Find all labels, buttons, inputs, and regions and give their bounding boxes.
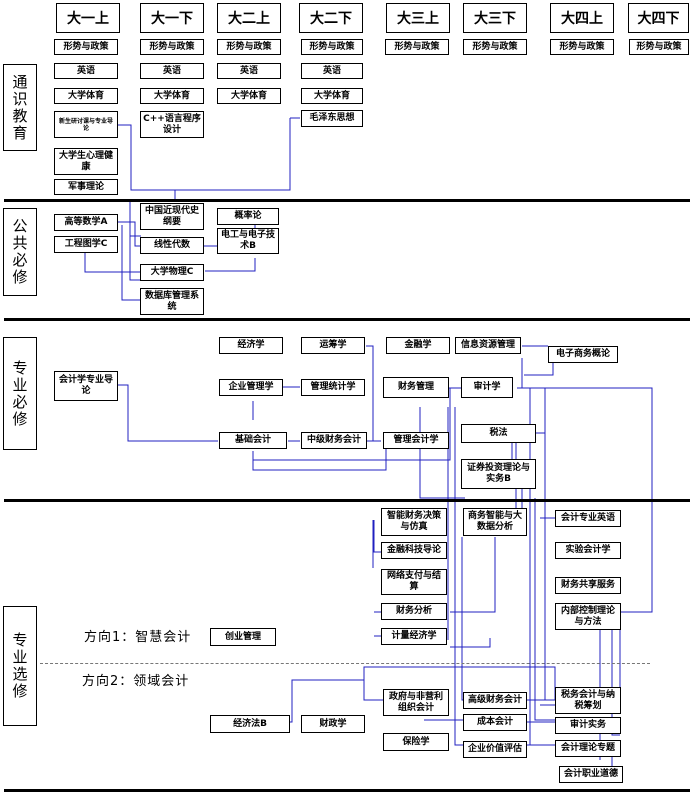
course-xszc-6[interactable]: 形势与政策 <box>463 39 527 55</box>
course-xszc-3[interactable]: 形势与政策 <box>217 39 281 55</box>
course-shuiwu[interactable]: 税务会计与纳税筹划 <box>555 687 621 714</box>
course-xiaowu[interactable]: 新生研讨课与专业导论 <box>54 111 118 138</box>
course-guanlikuaiji[interactable]: 管理会计学 <box>383 432 449 449</box>
course-yingyu-kj[interactable]: 会计专业英语 <box>555 510 621 527</box>
course-zhongji[interactable]: 中级财务会计 <box>301 432 367 449</box>
course-guanlitongji[interactable]: 管理统计学 <box>301 379 365 396</box>
course-wuli[interactable]: 大学物理C <box>140 264 204 281</box>
course-xinxi[interactable]: 信息资源管理 <box>455 337 521 354</box>
semester-header-2: 大一下 <box>140 3 204 33</box>
course-wangluo[interactable]: 网络支付与结算 <box>381 569 447 595</box>
course-english-2[interactable]: 英语 <box>140 63 204 79</box>
course-xszc-7[interactable]: 形势与政策 <box>550 39 614 55</box>
course-xszc-2[interactable]: 形势与政策 <box>140 39 204 55</box>
course-qiyeguanli[interactable]: 企业管理学 <box>219 379 283 396</box>
course-zhinengjuece[interactable]: 智能财务决策与仿真 <box>381 508 447 536</box>
semester-header-5: 大三上 <box>386 3 450 33</box>
course-jindaishi[interactable]: 中国近现代史纲要 <box>140 203 204 230</box>
course-zhuanti[interactable]: 会计理论专题 <box>555 740 621 757</box>
semester-header-4: 大二下 <box>299 3 363 33</box>
course-xszc-5[interactable]: 形势与政策 <box>385 39 449 55</box>
course-baoxian[interactable]: 保险学 <box>383 733 449 751</box>
course-pe-4[interactable]: 大学体育 <box>301 88 363 104</box>
course-pe-2[interactable]: 大学体育 <box>140 88 204 104</box>
separator-3 <box>4 499 690 502</box>
course-shenji[interactable]: 审计学 <box>461 377 513 398</box>
course-pe-3[interactable]: 大学体育 <box>217 88 281 104</box>
course-caiwuguanli[interactable]: 财务管理 <box>383 377 449 398</box>
course-gaoshu[interactable]: 高等数学A <box>54 214 118 231</box>
course-xszc-4[interactable]: 形势与政策 <box>301 39 363 55</box>
course-daode[interactable]: 会计职业道德 <box>559 766 623 783</box>
course-xianxing[interactable]: 线性代数 <box>140 237 204 254</box>
course-gongcheng[interactable]: 工程图学C <box>54 236 118 253</box>
course-junshi[interactable]: 军事理论 <box>54 179 118 195</box>
course-shiyan[interactable]: 实验会计学 <box>555 542 621 559</box>
course-caiwufenxi[interactable]: 财务分析 <box>381 603 447 620</box>
section-general: 通识教育 <box>3 64 37 151</box>
section-public-label: 公共必修 <box>10 218 29 286</box>
section-public: 公共必修 <box>3 208 37 296</box>
course-english-1[interactable]: 英语 <box>54 63 118 79</box>
course-jingjifa[interactable]: 经济法B <box>210 715 290 733</box>
course-english-4[interactable]: 英语 <box>301 63 363 79</box>
course-dianzi[interactable]: 电子商务概论 <box>548 346 618 363</box>
separator-4 <box>4 789 690 792</box>
course-zhengfu[interactable]: 政府与非营利组织会计 <box>383 689 449 716</box>
section-major-elective-label: 专业选修 <box>10 632 29 700</box>
section-major-required: 专业必修 <box>3 337 37 450</box>
course-shenjishiwu[interactable]: 审计实务 <box>555 717 621 734</box>
course-jichu[interactable]: 基础会计 <box>219 432 287 449</box>
course-jiazhi[interactable]: 企业价值评估 <box>463 741 527 758</box>
semester-header-3: 大二上 <box>217 3 281 33</box>
course-gaoji[interactable]: 高级财务会计 <box>463 692 527 709</box>
course-jinrongkeji[interactable]: 金融科技导论 <box>381 542 447 559</box>
course-pe-1[interactable]: 大学体育 <box>54 88 118 104</box>
course-neibu[interactable]: 内部控制理论与方法 <box>555 603 621 630</box>
section-general-label: 通识教育 <box>10 73 29 142</box>
course-shujuku[interactable]: 数据库管理系统 <box>140 288 204 315</box>
course-zhengquan[interactable]: 证券投资理论与实务B <box>461 459 536 489</box>
semester-header-1: 大一上 <box>56 3 120 33</box>
separator-1 <box>4 199 690 202</box>
course-diangong[interactable]: 电工与电子技术B <box>217 228 279 254</box>
course-cpp[interactable]: C++语言程序设计 <box>140 111 204 138</box>
course-maozedong[interactable]: 毛泽东思想 <box>301 110 363 127</box>
course-xszc-1[interactable]: 形势与政策 <box>54 39 118 55</box>
section-major-elective: 专业选修 <box>3 606 37 726</box>
course-shangwu[interactable]: 商务智能与大数据分析 <box>463 508 527 536</box>
course-daolun[interactable]: 会计学专业导论 <box>54 371 118 401</box>
course-shuifa[interactable]: 税法 <box>461 424 536 443</box>
course-chuangye[interactable]: 创业管理 <box>210 628 276 646</box>
course-jiliang[interactable]: 计量经济学 <box>381 628 447 645</box>
course-gailv[interactable]: 概率论 <box>217 208 279 225</box>
course-caizheng[interactable]: 财政学 <box>301 715 365 733</box>
separator-2 <box>4 318 690 321</box>
direction-divider <box>40 663 650 664</box>
course-xinli[interactable]: 大学生心理健康 <box>54 148 118 175</box>
direction-1-label: 方向1：智慧会计 <box>84 630 192 645</box>
section-major-required-label: 专业必修 <box>10 359 29 428</box>
semester-header-6: 大三下 <box>463 3 527 33</box>
semester-header-7: 大四上 <box>550 3 614 33</box>
course-chengben[interactable]: 成本会计 <box>463 714 527 731</box>
course-jingjixue[interactable]: 经济学 <box>219 337 283 354</box>
semester-header-8: 大四下 <box>628 3 689 33</box>
course-jinrong[interactable]: 金融学 <box>386 337 450 354</box>
direction-2-label: 方向2：领域会计 <box>82 674 190 689</box>
course-xszc-8[interactable]: 形势与政策 <box>629 39 689 55</box>
course-gongxiang[interactable]: 财务共享服务 <box>555 577 621 594</box>
course-english-3[interactable]: 英语 <box>217 63 281 79</box>
course-yunchou[interactable]: 运筹学 <box>301 337 365 354</box>
